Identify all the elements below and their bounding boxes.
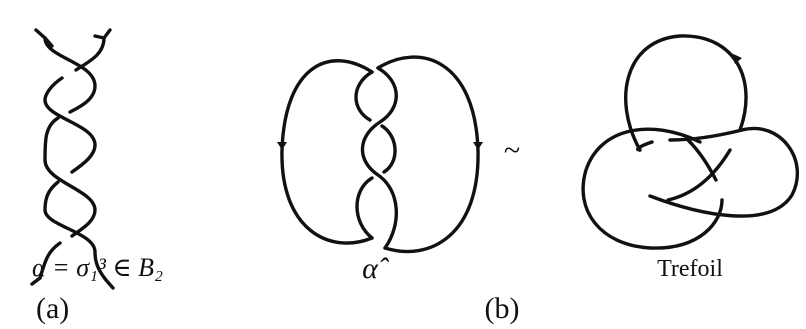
panel-b-tag: (b) <box>485 292 520 325</box>
braid-end-hook-bottom-right <box>104 278 115 290</box>
closure-center-strand-a <box>354 70 397 240</box>
braid-strand-right <box>43 36 108 282</box>
closure-caption: α̂ <box>362 252 390 285</box>
braid-end-hook-top-right <box>93 28 112 40</box>
braid-closure-diagram <box>277 55 483 254</box>
trefoil-top-lobe <box>624 34 748 202</box>
braid-diagram <box>30 28 115 290</box>
trefoil-caption: Trefoil <box>657 256 723 282</box>
closure-left-arrow-icon <box>277 142 287 150</box>
braid-strand-left <box>38 36 97 280</box>
braid-caption: α = σ₁³ ∈ B₂ <box>32 253 163 282</box>
closure-right-arrow-icon <box>473 142 483 150</box>
panel-a-tag: (a) <box>36 292 69 325</box>
trefoil-left-lobe <box>581 127 724 250</box>
trefoil-direction-arrow-icon <box>731 53 742 64</box>
braid-end-hook-bottom-left <box>30 276 42 286</box>
closure-center-strand-b <box>360 66 398 250</box>
equivalence-symbol: ~ <box>504 134 520 167</box>
trefoil-right-lobe <box>635 126 799 218</box>
trefoil-diagram <box>581 34 799 250</box>
braid-end-hook-top-left <box>34 28 54 48</box>
